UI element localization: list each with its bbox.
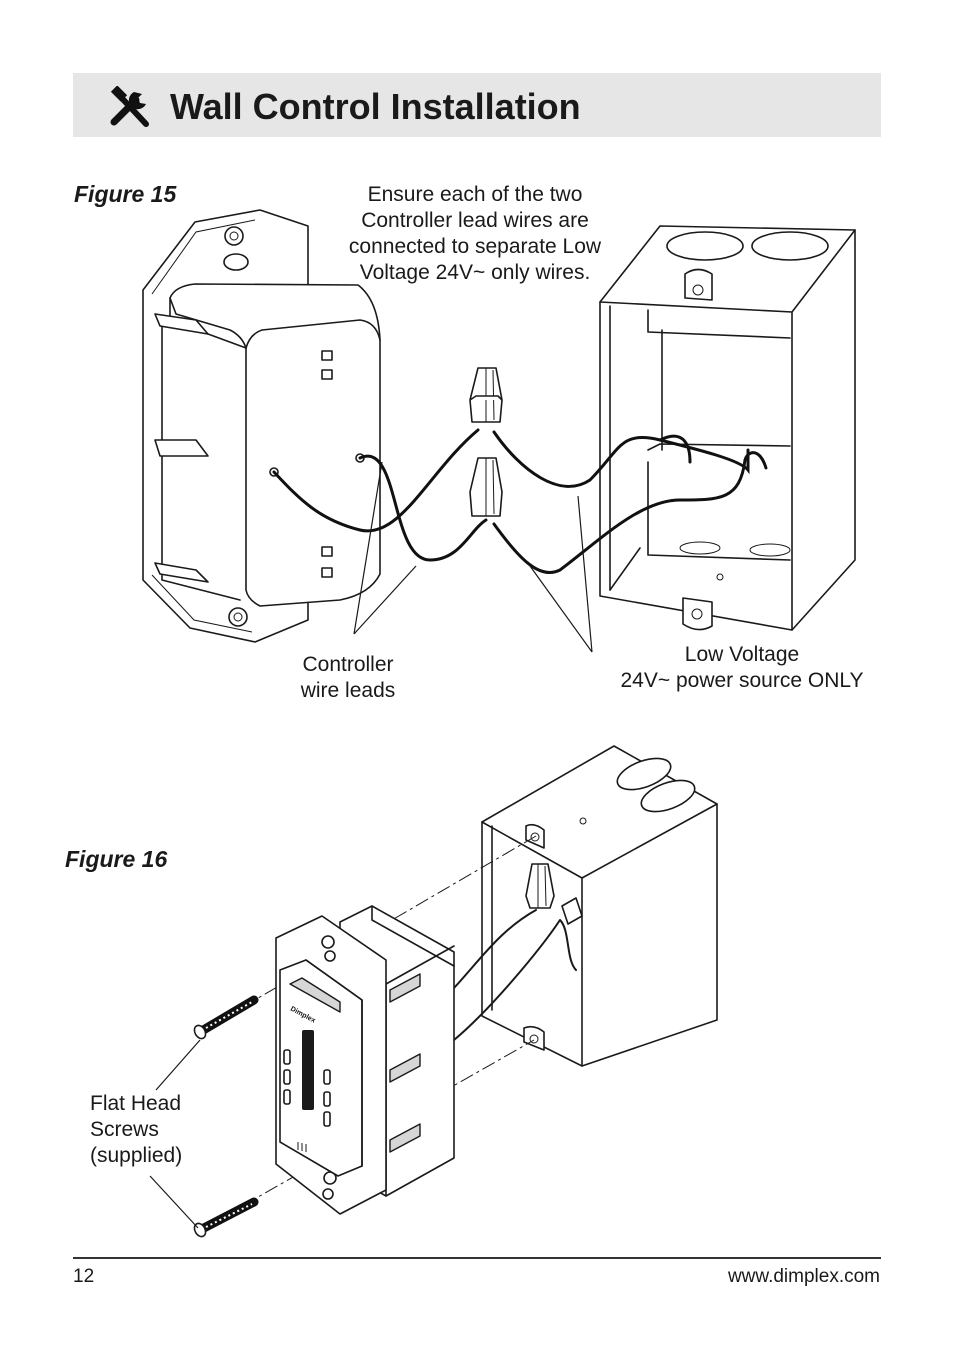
figure-16-label: Figure 16 bbox=[65, 846, 168, 872]
controller-front: Dimplex bbox=[279, 959, 363, 1177]
power-wire-lower bbox=[492, 451, 768, 575]
screws-callout: Flat Head Screws (supplied) bbox=[90, 1091, 182, 1169]
header-bar bbox=[73, 73, 881, 137]
note-line-1: Ensure each of the two bbox=[367, 183, 583, 206]
screws-line-1: Flat Head bbox=[90, 1092, 182, 1115]
screws-line-2: Screws bbox=[90, 1118, 159, 1141]
page-number: 12 bbox=[73, 1266, 95, 1287]
power-source-pointer bbox=[529, 495, 593, 653]
power-wire-loop bbox=[658, 434, 692, 464]
figure-16-drawing: Dimplex bbox=[149, 745, 718, 1238]
footer-rule bbox=[73, 1257, 881, 1259]
controller-leads-line-2: wire leads bbox=[300, 679, 396, 702]
screws-pointer-bottom bbox=[149, 1175, 199, 1229]
figure-15-label: Figure 15 bbox=[74, 181, 177, 207]
note-line-2: Controller lead wires are bbox=[361, 209, 589, 232]
controller-body bbox=[154, 283, 381, 607]
website-link[interactable]: www.dimplex.com bbox=[727, 1266, 880, 1287]
alignment-line-bottom bbox=[199, 1039, 535, 1231]
wire-to-box-lower bbox=[453, 919, 577, 1041]
controller-leads-callout: Controller wire leads bbox=[270, 652, 426, 704]
controller-leads-line-1: Controller bbox=[302, 653, 394, 676]
page-title: Wall Control Installation bbox=[170, 86, 581, 127]
wire-nut-top bbox=[469, 367, 503, 423]
power-source-callout: Low Voltage 24V~ power source ONLY bbox=[604, 642, 880, 694]
power-source-line-1: Low Voltage bbox=[684, 643, 800, 666]
wire-to-box-upper bbox=[453, 909, 537, 989]
wire-nut-bottom bbox=[469, 457, 503, 517]
electrical-box-iso bbox=[481, 745, 718, 1067]
figure-15-drawing bbox=[142, 209, 856, 653]
tools-icon bbox=[110, 86, 149, 127]
wire-nut-in-box bbox=[525, 863, 555, 909]
note-line-3: connected to separate Low bbox=[348, 235, 602, 258]
screw-top bbox=[193, 995, 259, 1040]
screw-bottom bbox=[193, 1197, 259, 1238]
screws-line-3: (supplied) bbox=[90, 1144, 183, 1167]
electrical-box bbox=[599, 225, 856, 631]
note-line-4: Voltage 24V~ only wires. bbox=[359, 261, 591, 284]
screws-pointer-top bbox=[155, 1039, 201, 1091]
figure-15-note: Ensure each of the two Controller lead w… bbox=[330, 182, 620, 286]
controller-lead-upper bbox=[272, 428, 480, 533]
power-wire-upper bbox=[492, 430, 750, 488]
controller-leads-pointer bbox=[353, 461, 417, 635]
power-source-line-2: 24V~ power source ONLY bbox=[620, 669, 864, 692]
